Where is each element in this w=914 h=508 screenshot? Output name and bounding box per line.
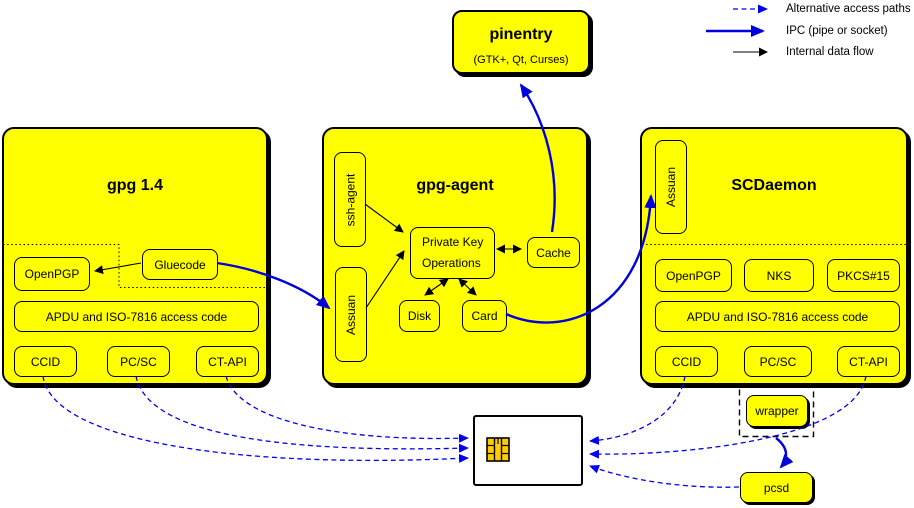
pko-line1: Private Key [422, 235, 484, 249]
gpg14-ccid-box: CCID [14, 346, 77, 377]
legend-label-ipc: IPC (pipe or socket) [786, 25, 888, 37]
gpg-agent-assuan-box: Assuan [335, 267, 367, 362]
scdaemon-title: SCDaemon [731, 177, 817, 194]
scdaemon-box: SCDaemon Assuan OpenPGP NKS PKCS#15 APDU… [640, 127, 908, 385]
smartcard-chip-icon [486, 437, 510, 462]
wrapper-box: wrapper [746, 395, 808, 427]
ssh-agent-label: ssh-agent [343, 173, 358, 226]
private-key-operations-box: Private Key Operations [410, 227, 495, 279]
scdaemon-nks-box: NKS [744, 259, 814, 292]
gpg14-apdu-box: APDU and ISO-7816 access code [14, 301, 259, 332]
ipc-wrapper-pcsd [775, 437, 794, 469]
pinentry-box: pinentry (GTK+, Qt, Curses) [452, 10, 590, 74]
scdaemon-ccid-box: CCID [655, 346, 718, 377]
pinentry-subtitle: (GTK+, Qt, Curses) [473, 54, 569, 66]
alt-gpg14-pcsc-card [135, 375, 469, 453]
alt-gpg14-ctapi-card [225, 375, 469, 443]
scdaemon-assuan-box: Assuan [655, 140, 687, 234]
alt-scdaemon-ctapi-card [589, 375, 867, 459]
gpg14-box: gpg 1.4 OpenPGP Gluecode APDU and ISO-78… [2, 127, 268, 385]
scdaemon-apdu-box: APDU and ISO-7816 access code [655, 301, 900, 332]
ssh-agent-box: ssh-agent [334, 152, 366, 247]
gpg14-ctapi-box: CT-API [196, 346, 259, 377]
disk-box: Disk [399, 300, 440, 332]
cache-box: Cache [527, 237, 580, 268]
scdaemon-pkcs15-box: PKCS#15 [827, 259, 900, 292]
gpg14-gluecode-box: Gluecode [142, 249, 218, 280]
pko-line2: Operations [422, 256, 481, 270]
legend-label-alternative: Alternative access paths [786, 3, 911, 15]
scdaemon-openpgp-box: OpenPGP [655, 259, 732, 292]
card-box: Card [462, 300, 507, 332]
smartcard [473, 415, 583, 486]
gpg14-pcsc-box: PC/SC [107, 346, 170, 377]
gpg14-openpgp-box: OpenPGP [14, 257, 90, 291]
scdaemon-ctapi-box: CT-API [837, 346, 900, 377]
gpg-agent-title: gpg-agent [416, 177, 494, 194]
gpg-agent-assuan-label: Assuan [344, 294, 358, 335]
alt-gpg14-ccid-card [42, 375, 469, 463]
pinentry-title: pinentry [489, 26, 553, 43]
alt-pcsd-card [589, 464, 740, 488]
alt-scdaemon-ccid-card [589, 375, 686, 445]
legend-label-internal: Internal data flow [786, 46, 874, 58]
scdaemon-assuan-label: Assuan [664, 166, 678, 208]
gpg14-title: gpg 1.4 [106, 177, 163, 194]
pcsd-box: pcsd [740, 472, 813, 503]
gpg-agent-box: gpg-agent ssh-agent Assuan Private Key O… [322, 127, 588, 385]
scdaemon-pcsc-box: PC/SC [744, 346, 812, 377]
